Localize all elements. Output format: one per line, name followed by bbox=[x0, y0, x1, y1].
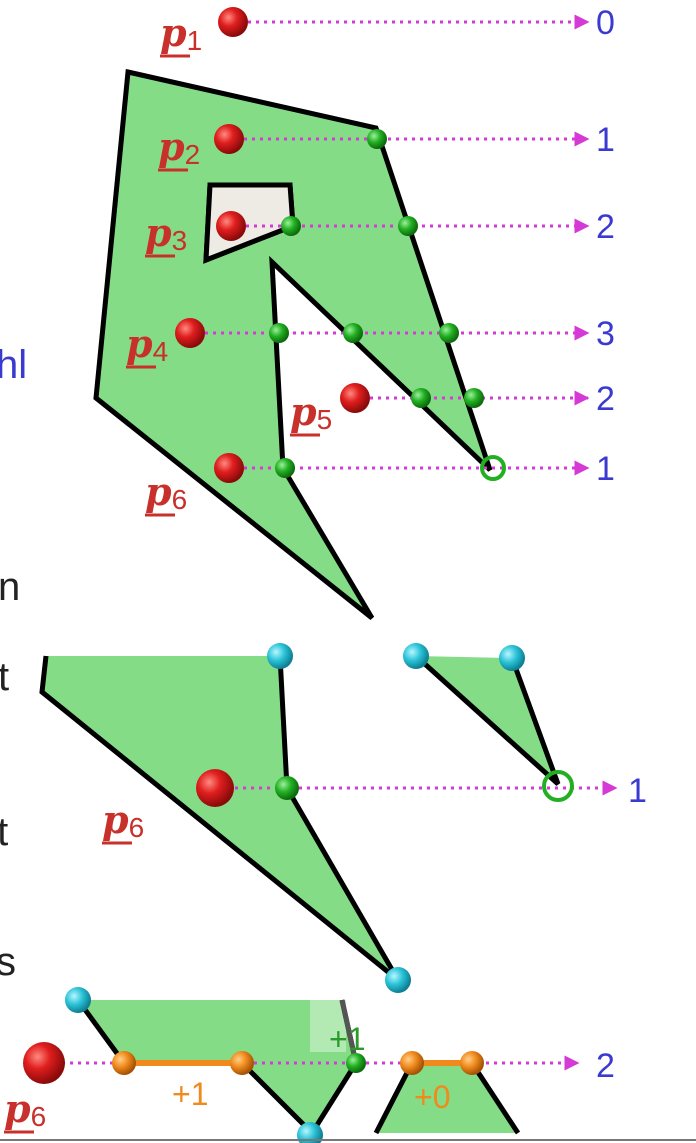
half-crossing-dot bbox=[400, 1051, 424, 1075]
intersection-dot bbox=[343, 323, 363, 343]
query-point-p4 bbox=[175, 318, 205, 348]
vertex-dot bbox=[385, 967, 411, 993]
left-partial-text: hl n t tt s bbox=[0, 343, 27, 984]
query-points bbox=[175, 7, 370, 483]
bottom-polygon-left bbox=[78, 1000, 356, 1133]
vertex-dot bbox=[267, 643, 293, 669]
edge-highlight bbox=[310, 1000, 346, 1052]
partial-text-1: hl bbox=[0, 343, 27, 387]
intersection-dot bbox=[269, 323, 289, 343]
half-crossing-dot bbox=[230, 1051, 254, 1075]
vertex-dot bbox=[65, 987, 91, 1013]
query-point-p2 bbox=[214, 124, 244, 154]
vertex-ring bbox=[480, 455, 506, 481]
label-p6-detail: p6 bbox=[102, 797, 144, 843]
vertex-ring bbox=[542, 770, 574, 802]
count-p6: 1 bbox=[596, 450, 615, 488]
plus-right: +0 bbox=[414, 1079, 450, 1115]
intersection-dot bbox=[281, 216, 301, 236]
count-p1: 0 bbox=[596, 4, 615, 42]
bottom-section: +1 +0 +1 p6 2 bbox=[4, 987, 615, 1143]
count-p2: 1 bbox=[596, 121, 615, 159]
intersection-dot bbox=[439, 323, 459, 343]
half-crossing-dot bbox=[460, 1051, 484, 1075]
count-p3: 2 bbox=[596, 208, 615, 246]
count-bottom: 2 bbox=[596, 1047, 615, 1085]
detail-polygon-left bbox=[42, 656, 398, 980]
query-point-p6-detail bbox=[196, 769, 234, 807]
label-p4: p4 bbox=[126, 321, 168, 367]
intersection-dot bbox=[367, 129, 387, 149]
intersection-dot bbox=[275, 776, 299, 800]
query-point-p3 bbox=[216, 211, 246, 241]
intersection-dot bbox=[346, 1053, 366, 1073]
detail-polygon-right-edges bbox=[414, 654, 561, 786]
point-labels: p1 p2 p3 p4 p5 p6 bbox=[126, 10, 332, 517]
intersection-dot bbox=[275, 458, 295, 478]
query-point-p6 bbox=[214, 453, 244, 483]
plus-left: +1 bbox=[172, 1076, 208, 1112]
label-p1: p1 bbox=[160, 10, 202, 56]
partial-text-2: n bbox=[0, 565, 20, 609]
label-p6: p6 bbox=[145, 469, 187, 515]
count-detail: 1 bbox=[628, 772, 647, 810]
query-point-p5 bbox=[340, 383, 370, 413]
query-point-p1 bbox=[218, 7, 248, 37]
label-p5: p5 bbox=[290, 389, 332, 435]
half-crossing-dot bbox=[112, 1051, 136, 1075]
partial-text-3: t bbox=[0, 655, 9, 699]
label-p3: p3 bbox=[145, 210, 187, 256]
detail-section: p6 1 bbox=[39, 643, 647, 993]
count-p5: 2 bbox=[596, 380, 615, 418]
label-p6-bottom: p6 bbox=[4, 1086, 46, 1132]
query-point-p6-bottom bbox=[23, 1042, 65, 1084]
intersections bbox=[269, 129, 506, 481]
intersection-dot bbox=[411, 388, 431, 408]
intersection-dot bbox=[398, 216, 418, 236]
bottom-polygon-right-edges bbox=[373, 1061, 415, 1135]
bottom-polygon-right-edges-2 bbox=[469, 1061, 521, 1135]
plus-edge: +1 bbox=[329, 1021, 365, 1057]
vertical-edge bbox=[339, 999, 359, 1064]
vertex-dot bbox=[403, 643, 429, 669]
partial-text-5: s bbox=[0, 940, 16, 984]
label-p2: p2 bbox=[158, 124, 200, 170]
partial-text-4: tt bbox=[0, 810, 8, 854]
vertex-dot bbox=[499, 645, 525, 671]
count-p4: 3 bbox=[596, 315, 615, 353]
vertex-dot bbox=[297, 1122, 323, 1143]
intersection-dot bbox=[464, 388, 484, 408]
bottom-polygon-left-edges bbox=[75, 998, 127, 1065]
crossing-counts: 0 1 2 3 2 1 bbox=[596, 4, 615, 488]
